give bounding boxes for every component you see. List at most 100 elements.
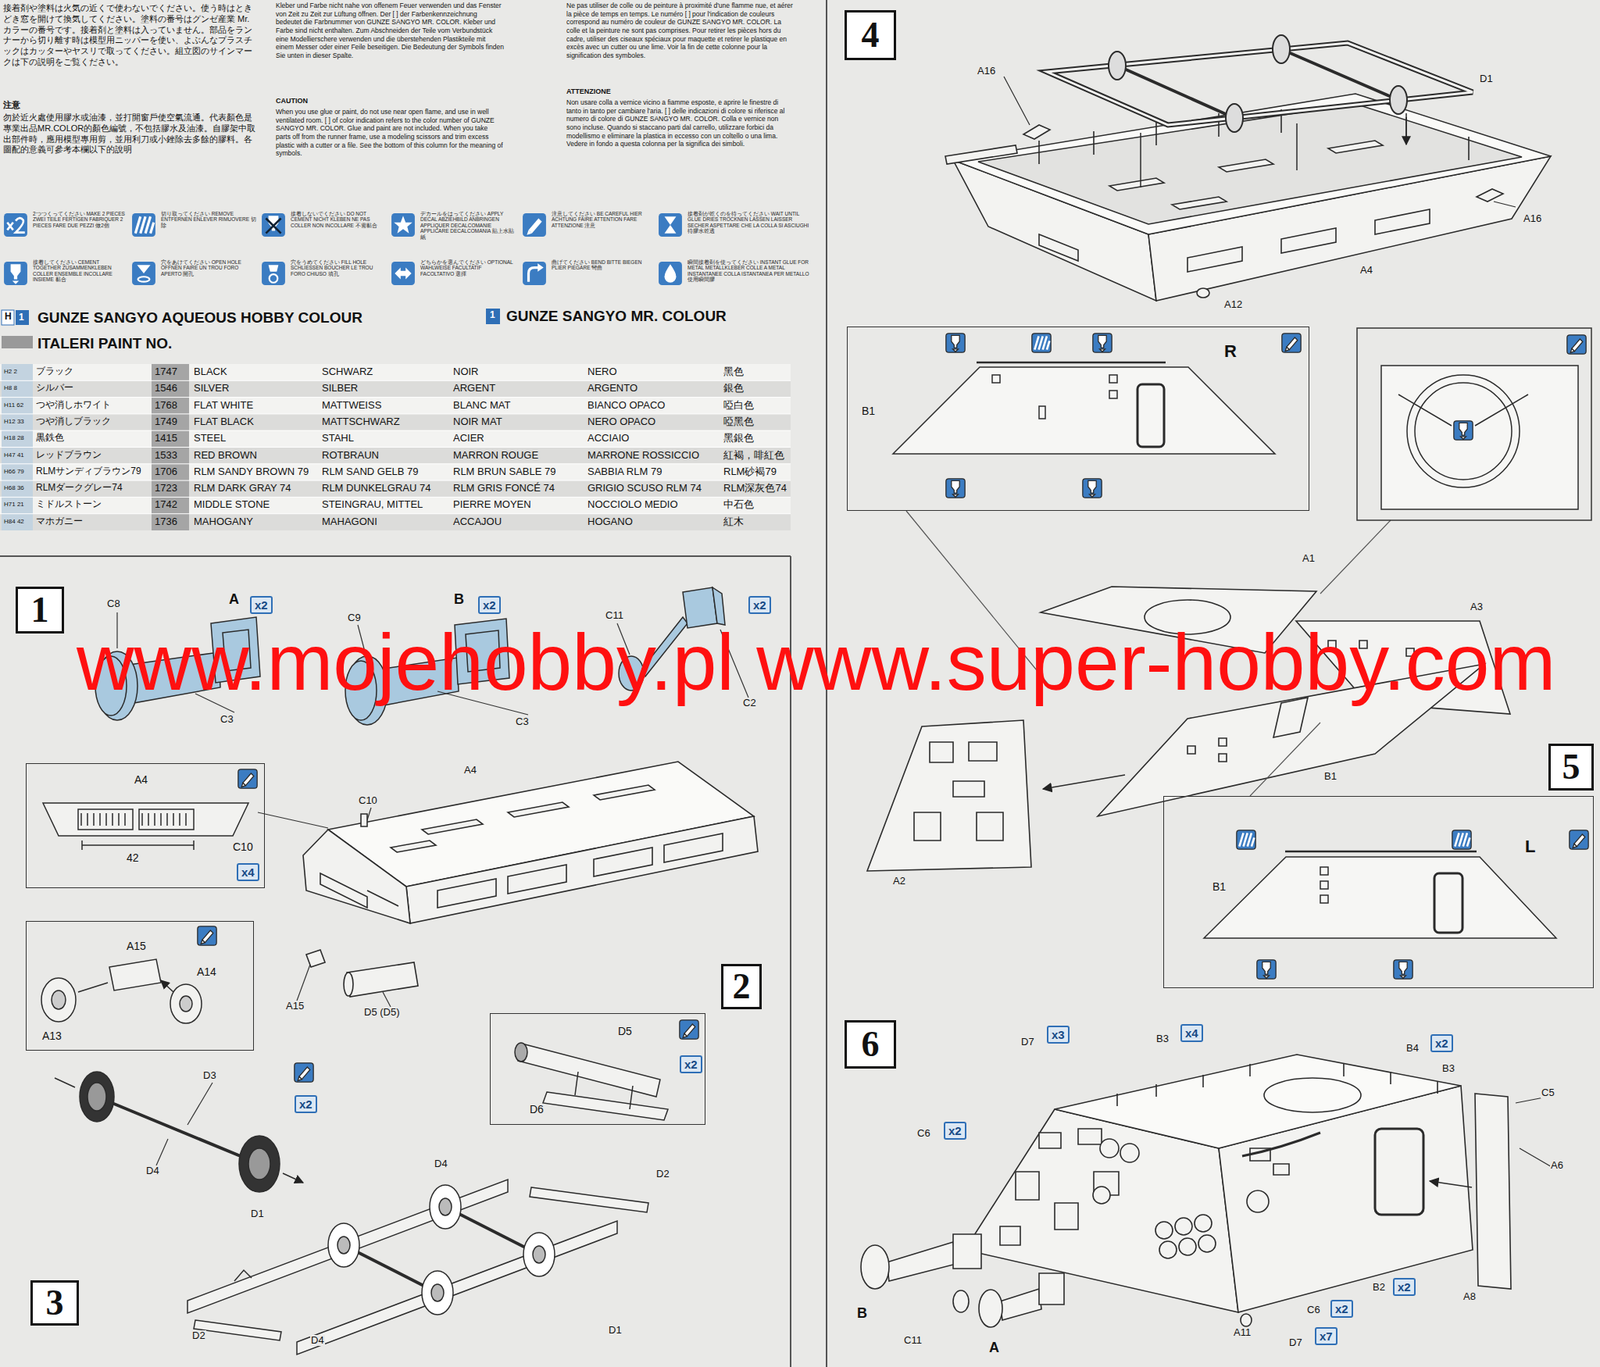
- paint-table-cell: 1768: [154, 399, 178, 412]
- step-number: 3: [30, 1280, 79, 1326]
- step-number: 6: [844, 1020, 897, 1069]
- part-number: C6: [1306, 1304, 1322, 1316]
- paint-table-cell: BIANCO OPACO: [587, 399, 665, 412]
- paint-table-cell: NOIR: [453, 365, 479, 379]
- caution-text: When you use glue or paint, do not use n…: [275, 107, 504, 158]
- part-number: D5 (D5): [363, 1007, 401, 1018]
- part-number: A2: [892, 875, 907, 887]
- part-number: B1: [1211, 881, 1227, 893]
- paint-table-cell: H68 36: [3, 484, 25, 493]
- detail-inset: RB1: [846, 326, 1310, 511]
- step3-frame: [187, 1179, 649, 1355]
- paint-table-cell: MAHOGANY: [193, 515, 254, 529]
- step1-inset-drawing: [42, 769, 258, 850]
- step-number-text: 3: [46, 1285, 65, 1322]
- part-number: D2: [655, 1168, 671, 1180]
- paint-table-cell: STAHL: [321, 432, 354, 445]
- step-number: 4: [844, 10, 897, 61]
- paint-table-cell: 1706: [154, 465, 178, 479]
- quantity-badge: x2: [943, 1121, 967, 1140]
- quantity-text: x2: [299, 1097, 313, 1111]
- paint-table-cell: RLM砂褐79: [723, 465, 777, 479]
- part-number: C10: [232, 841, 254, 854]
- part-number: A4: [1359, 264, 1374, 276]
- quantity-badge: x4: [1180, 1024, 1204, 1043]
- step-number-text: 2: [732, 968, 751, 1005]
- view-letter: R: [1223, 342, 1238, 361]
- part-number: D1: [607, 1325, 623, 1336]
- part-number: 42: [125, 852, 140, 865]
- paint-table-cell: H18 28: [3, 434, 25, 443]
- symbol-legend-text: 接着剤が乾くのを待ってください WAIT UNTIL GLUE DRIES TR…: [687, 210, 813, 235]
- part-number: B2: [1371, 1282, 1386, 1293]
- paint-table-cell: 1747: [154, 365, 178, 379]
- paint-table-cell: H8 8: [3, 384, 18, 393]
- part-number: A1: [1301, 553, 1316, 565]
- caution-text: Non usare colla a vernice vicino a fiamm…: [566, 98, 793, 149]
- quantity-text: x2: [1435, 1036, 1449, 1050]
- step5-left-inset: [1203, 830, 1589, 979]
- part-number: A13: [41, 1030, 63, 1043]
- quantity-text: x2: [1397, 1280, 1411, 1294]
- part-number: D4: [310, 1335, 325, 1347]
- paint-table-cell: ARGENT: [453, 382, 496, 395]
- paint-table-cell: H2 2: [3, 367, 18, 376]
- paint-table-cell: つや消しホワイト: [35, 399, 111, 411]
- caution-text: Kleber und Farbe nicht nahe von offenem …: [275, 1, 504, 60]
- paint-table-cell: RLM DARK GRAY 74: [193, 482, 292, 495]
- paint-table-cell: ACIER: [453, 432, 485, 445]
- part-number: B4: [1405, 1042, 1420, 1054]
- paint-table-cell: 1546: [154, 382, 178, 395]
- quantity-badge: x2: [294, 1095, 318, 1114]
- part-number: A6: [1550, 1160, 1565, 1172]
- paint-table-cell: MAHAGONI: [321, 515, 378, 529]
- paint-table-cell: RLM深灰色74: [723, 482, 787, 495]
- paint-table-cell: RLM DUNKELGRAU 74: [321, 482, 431, 495]
- step2-exhaust-inset: [514, 1020, 699, 1121]
- paint-table-cell: H47 41: [3, 451, 25, 460]
- paint-table-cell: HOGANO: [587, 515, 633, 529]
- part-number: D7: [1020, 1036, 1036, 1048]
- step-number: 2: [721, 964, 762, 1010]
- part-number: B: [453, 592, 465, 608]
- paint-table-cell: ACCIAIO: [587, 432, 629, 445]
- detail-inset: A442C10x4: [25, 763, 265, 889]
- paint-table-cell: SILBER: [321, 382, 358, 395]
- paint-table-heading: ITALERI PAINT NO.: [37, 334, 172, 354]
- step5-hatch-inset: [1357, 328, 1592, 521]
- symbol-legend-text: 接着してください CEMENT TOGETHER ZUSAMMENKLEBEN …: [32, 259, 129, 283]
- step4-hull-tub: [945, 93, 1551, 301]
- paint-table-cell: 啞白色: [723, 399, 754, 412]
- part-number: A3: [1469, 601, 1484, 613]
- quantity-badge: x2: [679, 1055, 703, 1074]
- paint-table-cell: NOIR MAT: [453, 415, 503, 429]
- quantity-badge: x7: [1314, 1327, 1338, 1346]
- part-number: B3: [1441, 1063, 1456, 1075]
- paint-table-cell: GRIGIO SCUSO RLM 74: [587, 482, 702, 495]
- paint-table-cell: MARRON ROUGE: [453, 449, 539, 462]
- part-number: C11: [604, 610, 625, 622]
- part-number: A11: [1232, 1327, 1252, 1339]
- part-number: A4: [463, 764, 478, 776]
- paint-table-cell: H11 62: [3, 401, 24, 410]
- part-number: C5: [1540, 1087, 1556, 1099]
- paint-table-cell: レッドブラウン: [35, 449, 102, 461]
- paint-table-cell: NERO OPACO: [587, 415, 656, 429]
- caution-text: ATTENZIONE: [566, 87, 611, 97]
- part-number: D4: [433, 1158, 449, 1170]
- paint-table-cell: NERO: [587, 365, 618, 379]
- paint-table-cell: RLMサンディブラウン79: [35, 465, 142, 478]
- quantity-text: x2: [948, 1124, 962, 1138]
- quantity-text: x2: [684, 1057, 698, 1072]
- step-number-text: 1: [31, 592, 50, 629]
- paint-table-cell: H84 42: [3, 517, 25, 526]
- paint-table-cell: 紅木: [723, 515, 744, 529]
- part-number: D3: [202, 1070, 218, 1082]
- paint-table-cell: MATTSCHWARZ: [321, 415, 400, 429]
- caution-text: Ne pas utiliser de colle ou de peinture …: [566, 1, 793, 60]
- quantity-badge: x2: [1430, 1034, 1454, 1053]
- paint-table-cell: 紅褐，啡紅色: [723, 449, 785, 462]
- quantity-badge: x2: [250, 596, 273, 615]
- paint-table-cell: FLAT WHITE: [193, 399, 254, 412]
- paint-table-cell: 1723: [154, 482, 178, 495]
